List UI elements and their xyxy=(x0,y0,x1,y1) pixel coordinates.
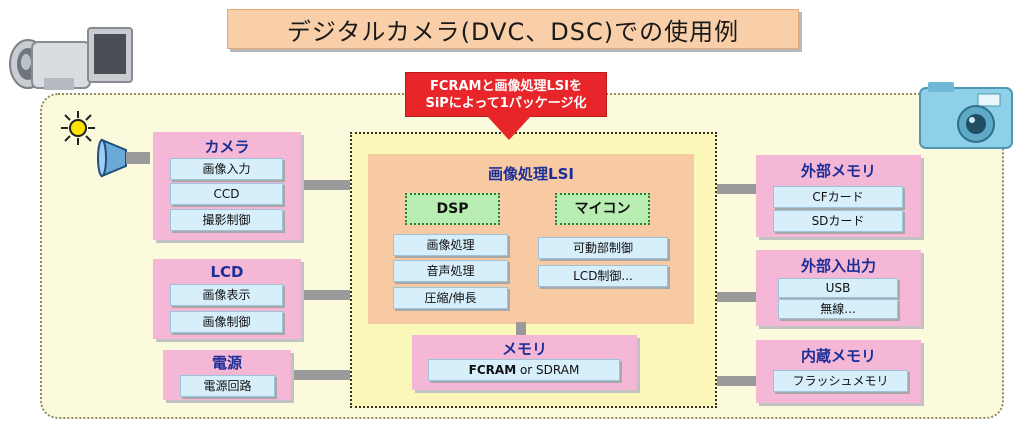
callout-arrow xyxy=(487,116,531,140)
mcu-block: マイコン xyxy=(555,193,650,225)
dsp-item: 圧縮/伸長 xyxy=(393,287,508,309)
page-title: デジタルカメラ(DVC、DSC)での使用例 xyxy=(227,9,799,49)
ext-io-item: USB xyxy=(778,278,898,298)
int-memory-title: 内蔵メモリ xyxy=(800,347,876,365)
dsp-item: 画像処理 xyxy=(393,234,508,256)
power-item: 電源回路 xyxy=(180,375,275,397)
memory-item-bold: FCRAM xyxy=(468,363,517,377)
callout-line-2: SiPによって1パッケージ化 xyxy=(425,96,587,111)
lcd-item: 画像制御 xyxy=(170,311,283,333)
ext-memory-item: SDカード xyxy=(773,210,903,232)
callout-line-1: FCRAMと画像処理LSIを xyxy=(430,79,582,94)
camera-item: 撮影制御 xyxy=(170,209,283,231)
connector-power xyxy=(290,370,352,380)
connector-lcd xyxy=(300,290,352,300)
dsp-item: 音声処理 xyxy=(393,260,508,282)
memory-title: メモリ xyxy=(501,340,547,358)
memory-item: FCRAM or SDRAM xyxy=(428,359,620,381)
connector-camera xyxy=(300,180,352,190)
lens-icon xyxy=(97,138,150,178)
mcu-item: 可動部制御 xyxy=(538,237,668,259)
digital-camera-icon xyxy=(919,82,1013,149)
camera-title: カメラ xyxy=(204,138,250,156)
camera-item: 画像入力 xyxy=(170,158,283,180)
lcd-item: 画像表示 xyxy=(170,284,283,306)
int-memory-item: フラッシュメモリ xyxy=(773,370,908,392)
ext-io-title: 外部入出力 xyxy=(800,257,876,275)
connector-ext-io xyxy=(716,292,758,302)
lsi-title: 画像処理LSI xyxy=(488,165,574,183)
mcu-item: LCD制御... xyxy=(538,265,668,287)
dsp-block: DSP xyxy=(405,193,500,225)
sip-callout: FCRAMと画像処理LSIを SiPによって1パッケージ化 xyxy=(405,72,607,117)
sun-icon xyxy=(61,111,95,145)
connector-lsi-memory xyxy=(516,322,526,336)
ext-memory-item: CFカード xyxy=(773,186,903,208)
ext-memory-title: 外部メモリ xyxy=(800,162,876,180)
memory-item-rest: or SDRAM xyxy=(516,363,580,377)
connector-int-memory xyxy=(716,376,758,386)
video-camera-icon xyxy=(9,27,133,90)
lcd-title: LCD xyxy=(210,263,244,281)
connector-ext-memory xyxy=(716,184,758,194)
camera-item: CCD xyxy=(170,183,283,205)
ext-io-item: 無線... xyxy=(778,299,898,319)
power-title: 電源 xyxy=(211,354,242,372)
